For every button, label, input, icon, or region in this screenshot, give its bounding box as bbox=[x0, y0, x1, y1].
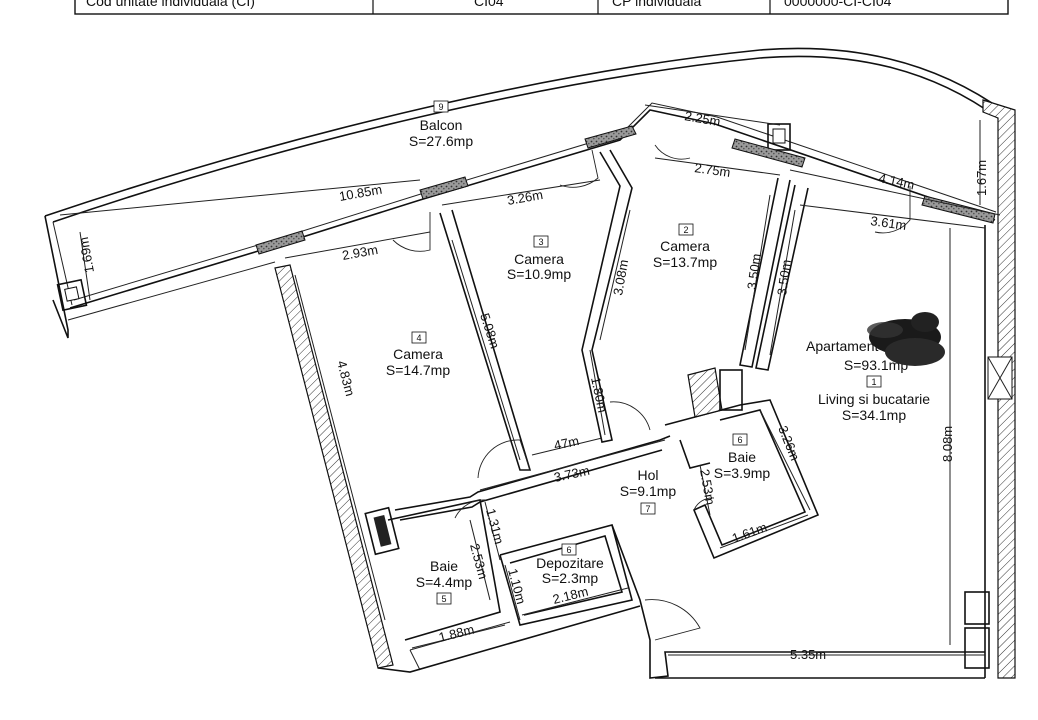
dim-label: 3.26m bbox=[775, 424, 802, 463]
room-number: 7 bbox=[645, 504, 650, 514]
room-name: Camera bbox=[514, 251, 564, 267]
room-number: 3 bbox=[538, 237, 543, 247]
room-area: S=14.7mp bbox=[386, 362, 450, 378]
dim-label: 3.08m bbox=[610, 258, 631, 296]
interior-walls bbox=[274, 149, 985, 679]
dim-label: 2.75m bbox=[694, 160, 732, 180]
dim-label: 47m bbox=[553, 433, 581, 453]
dimension-labels: 10.85m 2.25m 4.14m 1.67m 1.69m 3.26m 2.7… bbox=[76, 108, 989, 662]
room-area: S=13.7mp bbox=[653, 254, 717, 270]
room-number: 6 bbox=[737, 435, 742, 445]
room-area: S=9.1mp bbox=[620, 483, 677, 499]
room-name: Camera bbox=[660, 238, 710, 254]
room-number: 5 bbox=[441, 594, 446, 604]
room-name: Balcon bbox=[420, 117, 463, 133]
room-name: Baie bbox=[430, 558, 458, 574]
room-number: 1 bbox=[871, 377, 876, 387]
dim-label: 10.85m bbox=[338, 182, 383, 204]
room-area: S=3.9mp bbox=[714, 465, 771, 481]
dim-label: 2.53m bbox=[697, 468, 718, 506]
room-name: Depozitare bbox=[536, 555, 604, 571]
dim-label: 3.50m bbox=[744, 253, 764, 291]
dim-label: 3.26m bbox=[506, 187, 544, 208]
dim-label: 1.80m bbox=[588, 376, 610, 414]
dim-label: 1.88m bbox=[437, 622, 476, 645]
room-number: 6 bbox=[566, 545, 571, 555]
header-cell-cp-label: CP individuala bbox=[612, 0, 701, 9]
redaction-blot bbox=[867, 312, 945, 366]
dim-label: 8.08m bbox=[940, 426, 955, 462]
room-area: S=27.6mp bbox=[409, 133, 473, 149]
room-area: S=2.3mp bbox=[542, 570, 599, 586]
right-exterior-wall bbox=[964, 99, 1016, 679]
header-cell-cp-value: 0000000-CI-CI04 bbox=[784, 0, 892, 9]
room-labels: 9 Balcon S=27.6mp 3 Camera S=10.9mp 2 Ca… bbox=[386, 100, 930, 605]
room-name: Baie bbox=[728, 449, 756, 465]
dim-label: 1.67m bbox=[974, 160, 989, 196]
room-area: S=4.4mp bbox=[416, 574, 473, 590]
facade-wall-segments bbox=[255, 125, 996, 255]
dimension-lines bbox=[59, 104, 1001, 656]
dim-label: 3.61m bbox=[870, 213, 908, 233]
dim-label: 4.83m bbox=[334, 359, 358, 398]
dim-label: 2.25m bbox=[683, 108, 721, 129]
dim-label: 3.73m bbox=[553, 463, 591, 485]
room-area: S=10.9mp bbox=[507, 266, 571, 282]
room-number: 9 bbox=[438, 102, 443, 112]
dim-label: 4.14m bbox=[877, 170, 915, 192]
header-cell-code-value: CI04 bbox=[474, 0, 504, 9]
room-number: 2 bbox=[683, 225, 688, 235]
header-cell-code-label: Cod unitate individuala (CI) bbox=[86, 0, 255, 9]
dim-label: 2.93m bbox=[341, 242, 379, 263]
dim-label: 1.61m bbox=[730, 519, 769, 545]
dim-label: 1.69m bbox=[76, 236, 97, 274]
header-table: Cod unitate individuala (CI) CI04 CP ind… bbox=[74, 0, 1009, 15]
room-name: Camera bbox=[393, 346, 443, 362]
room-number: 4 bbox=[416, 333, 421, 343]
room-area: S=34.1mp bbox=[842, 407, 906, 423]
dim-label: 5.35m bbox=[790, 647, 826, 662]
room-name: Living si bucatarie bbox=[818, 391, 930, 407]
dim-label: 3.50m bbox=[774, 259, 794, 297]
room-name: Hol bbox=[637, 467, 658, 483]
